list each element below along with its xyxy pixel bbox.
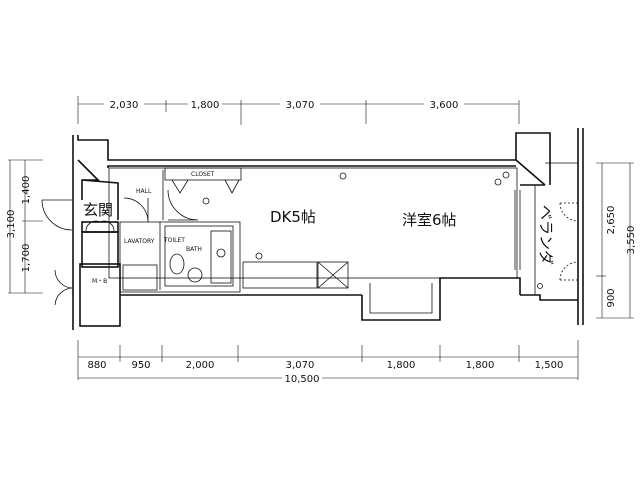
ceiling-light-icon: [202, 197, 210, 205]
dim-top-3: 3,070: [286, 100, 315, 111]
dim-bottom-6: 1,800: [466, 360, 495, 371]
room-label-closet: CLOSET: [191, 171, 215, 178]
bath-drain-icon: [216, 248, 226, 258]
room-label-toilet: TOILET: [163, 237, 185, 244]
dim-left-1: 1,400: [21, 176, 32, 205]
outlet-icon: [494, 178, 502, 186]
room-label-western-room: 洋室6帖: [402, 211, 457, 229]
dim-top-2: 1,800: [191, 100, 220, 111]
bottom-dimensions: 880 950 2,000 3,070 1,800 1,800 1,500 10…: [77, 340, 579, 385]
room-label-entrance: 玄関: [83, 201, 113, 219]
drain-icon: [537, 283, 543, 289]
dim-right-2: 900: [606, 288, 617, 307]
room-label-veranda: ベランダ: [537, 205, 555, 265]
washbasin-icon: [187, 267, 203, 283]
dim-bottom-4: 3,070: [286, 360, 315, 371]
top-dimensions: 2,030 1,800 3,070 3,600: [77, 96, 520, 125]
toilet-icon: [169, 253, 185, 275]
dim-left-2: 1,700: [21, 244, 32, 273]
dim-bottom-total: 10,500: [285, 374, 320, 385]
right-dimensions: 2,650 900 3,550: [596, 162, 637, 319]
outlet-icon: [339, 172, 347, 180]
dim-bottom-3: 2,000: [186, 360, 215, 371]
fixtures: [169, 171, 543, 289]
dim-bottom-2: 950: [131, 360, 150, 371]
dim-left-total: 3,100: [6, 210, 17, 239]
room-label-dining-kitchen: DK5帖: [270, 208, 316, 226]
dim-bottom-5: 1,800: [387, 360, 416, 371]
gas-outlet-icon: [255, 252, 263, 260]
dim-bottom-7: 1,500: [535, 360, 564, 371]
dim-bottom-1: 880: [87, 360, 106, 371]
left-dimensions: 3,100 1,400 1,700: [6, 159, 43, 294]
dim-top-4: 3,600: [430, 100, 459, 111]
dim-right-total: 3,550: [626, 226, 637, 255]
outlet-icon: [502, 171, 510, 179]
room-label-bath: BATH: [186, 246, 202, 253]
room-label-hall: HALL: [136, 188, 152, 195]
room-label-meter-box: M・B: [92, 278, 107, 285]
dim-top-1: 2,030: [110, 100, 139, 111]
dim-right-1: 2,650: [606, 206, 617, 235]
room-label-lavatory: LAVATORY: [124, 238, 155, 245]
walls: [41, 128, 584, 330]
